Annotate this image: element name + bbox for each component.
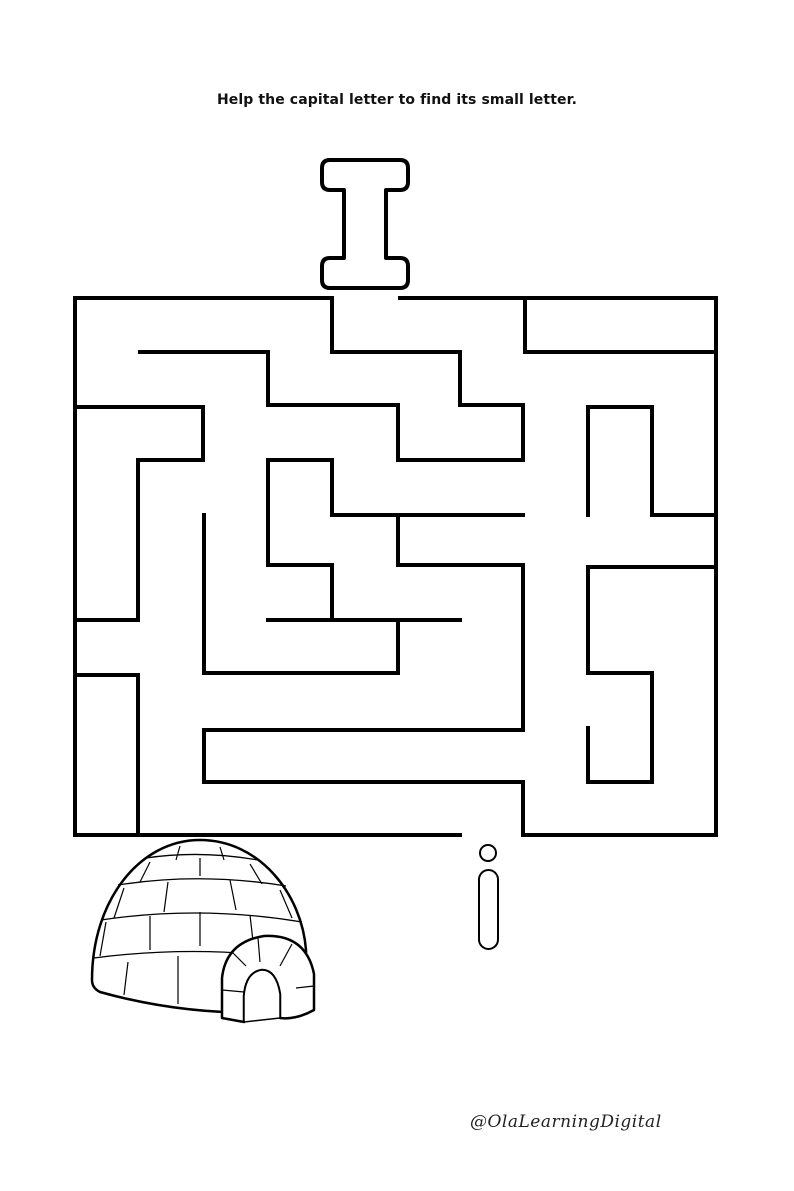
maze-wall (202, 513, 400, 675)
maze-wall (266, 458, 525, 622)
small-letter-i-icon (478, 844, 499, 950)
credit-text: @OlaLearningDigital (470, 1112, 662, 1132)
maze-wall (73, 405, 205, 622)
maze-wall (138, 296, 525, 462)
maze-wall (73, 673, 140, 837)
maze-wall (586, 405, 718, 517)
capital-letter-i-icon (320, 158, 410, 290)
instruction-text: Help the capital letter to find its smal… (216, 92, 578, 108)
igloo-icon (90, 838, 316, 1024)
maze-wall (586, 565, 718, 784)
maze-wall (202, 513, 525, 837)
maze (73, 296, 718, 837)
maze-wall (523, 296, 718, 354)
maze-outer-wall (73, 296, 462, 837)
